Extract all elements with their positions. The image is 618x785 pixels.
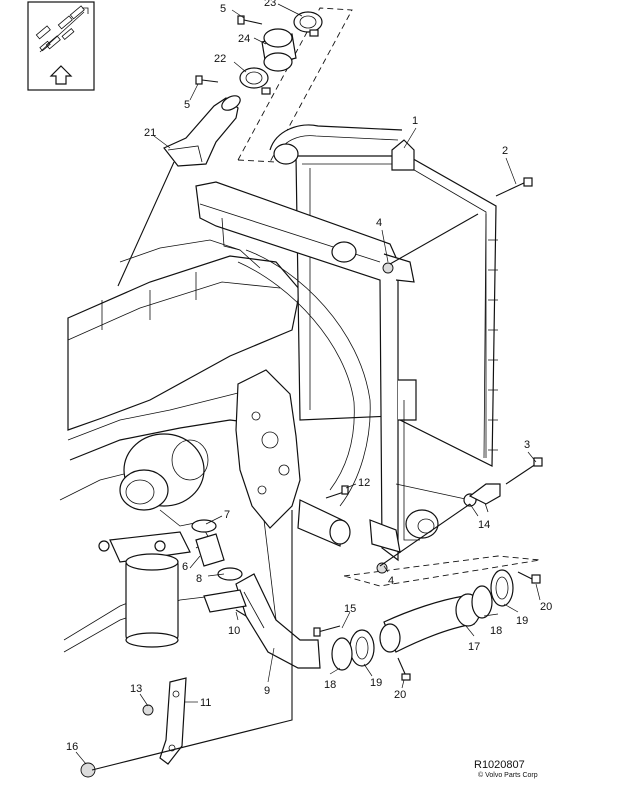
- assembly-lines: [91, 161, 479, 771]
- callout-16: 16: [66, 741, 78, 753]
- callout-4-upper: 4: [376, 217, 382, 229]
- clamp-22: [239, 67, 271, 95]
- nut-16: [80, 762, 96, 778]
- callout-1: 1: [412, 115, 418, 127]
- callout-2: 2: [502, 145, 508, 157]
- hose-18-right: [471, 585, 493, 619]
- clamp-8: [217, 567, 243, 581]
- nut-13: [142, 704, 154, 716]
- bracket-10: [203, 589, 247, 617]
- nut-4-upper: [382, 262, 394, 274]
- bolt-20-left: [397, 657, 411, 681]
- bolt-5-upper: [237, 15, 263, 25]
- radiator-mounting-bracket: [468, 483, 501, 505]
- callout-5-lower: 5: [184, 99, 190, 111]
- bolt-3: [505, 457, 543, 485]
- callout-14: 14: [478, 519, 490, 531]
- clamp-7: [191, 519, 217, 533]
- callout-labels: 1 2 3 4 4 5 5 6 7 8 9 10 11 12 13 14 15 …: [66, 0, 552, 753]
- callout-21: 21: [144, 127, 156, 139]
- diagram-reference-code: R1020807: [474, 759, 525, 771]
- callout-18-left: 18: [324, 679, 336, 691]
- callout-20-left: 20: [394, 689, 406, 701]
- nut-4-lower: [376, 562, 388, 574]
- callout-19-right: 19: [516, 615, 528, 627]
- callout-4-lower: 4: [388, 575, 394, 587]
- callout-18-right: 18: [490, 625, 502, 637]
- copyright-notice: © Volvo Parts Corp: [478, 771, 538, 779]
- callout-6: 6: [182, 561, 188, 573]
- bolt-20-right: [517, 571, 541, 584]
- callout-11: 11: [200, 697, 211, 709]
- pipe-17: [379, 593, 481, 653]
- callout-5-upper: 5: [220, 3, 226, 15]
- callout-23: 23: [264, 0, 276, 9]
- callout-10: 10: [228, 625, 240, 637]
- callout-12: 12: [358, 477, 370, 489]
- radiator-frame: [195, 181, 489, 562]
- truck-front-orientation-icon: [27, 1, 95, 91]
- callout-20-right: 20: [540, 601, 552, 613]
- callout-15: 15: [344, 603, 356, 615]
- callout-9: 9: [264, 685, 270, 697]
- clamp-19-right: [490, 569, 514, 607]
- callout-3: 3: [524, 439, 530, 451]
- callout-22: 22: [214, 53, 226, 65]
- lower-pipe-group-outline: [343, 555, 541, 587]
- callout-17: 17: [468, 641, 480, 653]
- bolt-2: [495, 177, 533, 197]
- bracket-11: [159, 677, 187, 765]
- bolt-5-lower: [195, 75, 219, 85]
- hose-18-left: [331, 637, 353, 671]
- hose-24: [261, 28, 297, 72]
- callout-7: 7: [224, 509, 230, 521]
- callout-19-left: 19: [370, 677, 382, 689]
- engine-timing-cover: [235, 369, 301, 529]
- upper-pipe-21: [163, 95, 241, 167]
- hose-6: [195, 533, 225, 567]
- leader-lines: [75, 3, 541, 765]
- callout-8: 8: [196, 573, 202, 585]
- callout-13: 13: [130, 683, 142, 695]
- turbocharger: [119, 433, 211, 549]
- clamp-23: [293, 11, 323, 37]
- clamp-19-left: [349, 629, 375, 667]
- bolt-15: [313, 625, 341, 637]
- bolt-12: [325, 485, 349, 499]
- pipe-9: [235, 573, 321, 669]
- upper-pipe-group-outline: [237, 7, 353, 163]
- oil-filter-housing: [98, 531, 191, 648]
- callout-24: 24: [238, 33, 250, 45]
